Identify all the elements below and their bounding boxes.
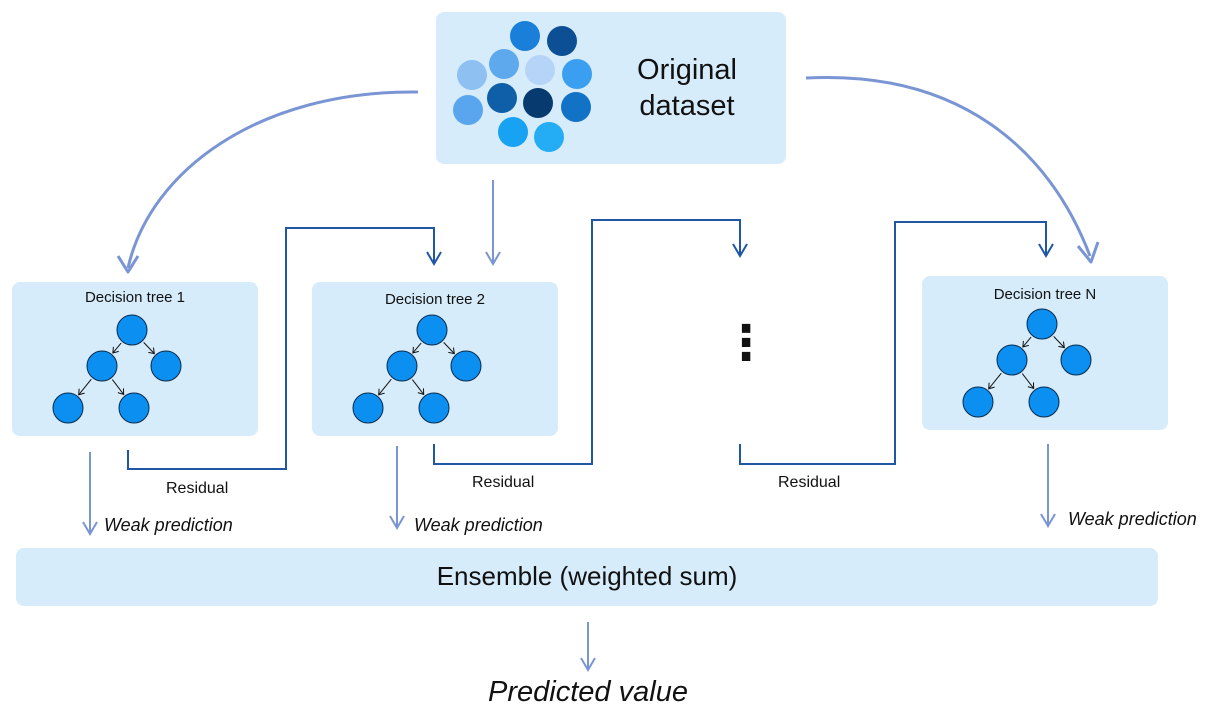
tree-edge-arrowhead	[448, 347, 455, 355]
weak-arrowhead-1	[82, 521, 98, 536]
tree-node	[386, 350, 418, 382]
tree-edge-arrowhead	[988, 382, 995, 390]
tree-edge	[1053, 336, 1065, 348]
curve-arrowhead-tree-n	[1076, 241, 1100, 264]
tree-node	[416, 314, 448, 346]
tree-edge	[412, 342, 422, 354]
tree-node	[352, 392, 384, 424]
tree-edge-arrowhead	[1058, 341, 1065, 349]
tree-node	[962, 386, 994, 418]
residual-arrowhead-3	[1038, 243, 1054, 258]
dataset-label-line-2: dataset	[639, 90, 735, 122]
tree-node	[116, 314, 148, 346]
arrowhead-dataset-to-tree-2	[485, 251, 501, 266]
dataset-dot	[498, 117, 528, 147]
curve-arrow-to-tree-1	[126, 90, 419, 269]
tree-edge-arrowhead	[412, 346, 419, 354]
tree-edge-arrowhead	[117, 388, 125, 396]
weak-prediction-label-2: Weak prediction	[414, 515, 543, 535]
dataset-dot	[525, 55, 555, 85]
tree-node	[118, 392, 150, 424]
dataset-dot	[453, 95, 483, 125]
tree-edge	[111, 379, 125, 395]
tree-edge-arrowhead	[378, 388, 385, 396]
curve-arrow-to-tree-n	[805, 75, 1092, 257]
tree-node	[418, 392, 450, 424]
dataset-dot	[561, 92, 591, 122]
residual-path-3	[739, 221, 1047, 465]
weak-arrowhead-2	[389, 515, 405, 530]
tree-edge-arrowhead	[78, 388, 85, 396]
residual-path-2	[433, 219, 741, 465]
dataset-dot	[510, 21, 540, 51]
decision-tree-2-title: Decision tree 2	[384, 291, 486, 308]
tree-edge	[1022, 336, 1032, 348]
tree-edge	[443, 342, 455, 354]
tree-edge-arrowhead	[148, 347, 155, 355]
tree-edge-arrowhead	[1022, 340, 1029, 348]
dataset-dot	[489, 49, 519, 79]
decision-tree-n-title: Decision tree N	[993, 286, 1097, 303]
residual-arrowhead-1	[426, 251, 442, 266]
dataset-dot	[457, 60, 487, 90]
tree-edge-arrowhead	[112, 346, 119, 354]
tree-edge	[411, 379, 425, 395]
residual-label-2: Residual	[472, 474, 535, 491]
tree-edge	[1021, 373, 1035, 389]
tree-edge	[988, 372, 1002, 390]
tree-edge-arrowhead	[417, 388, 425, 396]
tree-edge	[112, 342, 122, 354]
tree-2-graph	[352, 314, 482, 424]
tree-node	[996, 344, 1028, 376]
tree-node	[86, 350, 118, 382]
weak-prediction-label-n: Weak prediction	[1068, 509, 1197, 529]
curve-arrowhead-tree-1	[116, 255, 140, 274]
tree-node	[1028, 386, 1060, 418]
weak-prediction-label-1: Weak prediction	[104, 515, 233, 535]
tree-node	[52, 392, 84, 424]
dataset-label-line-1: Original	[637, 54, 737, 86]
dataset-dots	[453, 21, 592, 152]
residual-path-1	[127, 227, 435, 470]
output-arrowhead	[580, 657, 596, 672]
tree-edge-arrowhead	[1027, 382, 1035, 390]
weak-arrowhead-n	[1040, 513, 1056, 528]
tree-n-graph	[962, 308, 1092, 418]
ellipsis: ⋮	[722, 317, 770, 370]
tree-edge	[378, 378, 392, 396]
tree-node	[150, 350, 182, 382]
ensemble-label: Ensemble (weighted sum)	[436, 561, 738, 591]
dataset-label: Original dataset	[612, 52, 762, 124]
dataset-dot	[534, 122, 564, 152]
dataset-dot	[487, 83, 517, 113]
tree-node	[450, 350, 482, 382]
decision-tree-1-title: Decision tree 1	[84, 289, 186, 306]
tree-edge	[78, 378, 92, 396]
predicted-value-label: Predicted value	[488, 676, 688, 708]
tree-node	[1060, 344, 1092, 376]
residual-label-3: Residual	[778, 474, 841, 491]
ensemble-panel	[16, 548, 1158, 606]
tree-node	[1026, 308, 1058, 340]
tree-1-graph	[52, 314, 182, 424]
dataset-dot	[547, 26, 577, 56]
dataset-dot	[523, 88, 553, 118]
residual-label-1: Residual	[166, 480, 229, 497]
dataset-dot	[562, 59, 592, 89]
residual-arrowhead-2	[732, 243, 748, 258]
tree-edge	[143, 342, 155, 354]
